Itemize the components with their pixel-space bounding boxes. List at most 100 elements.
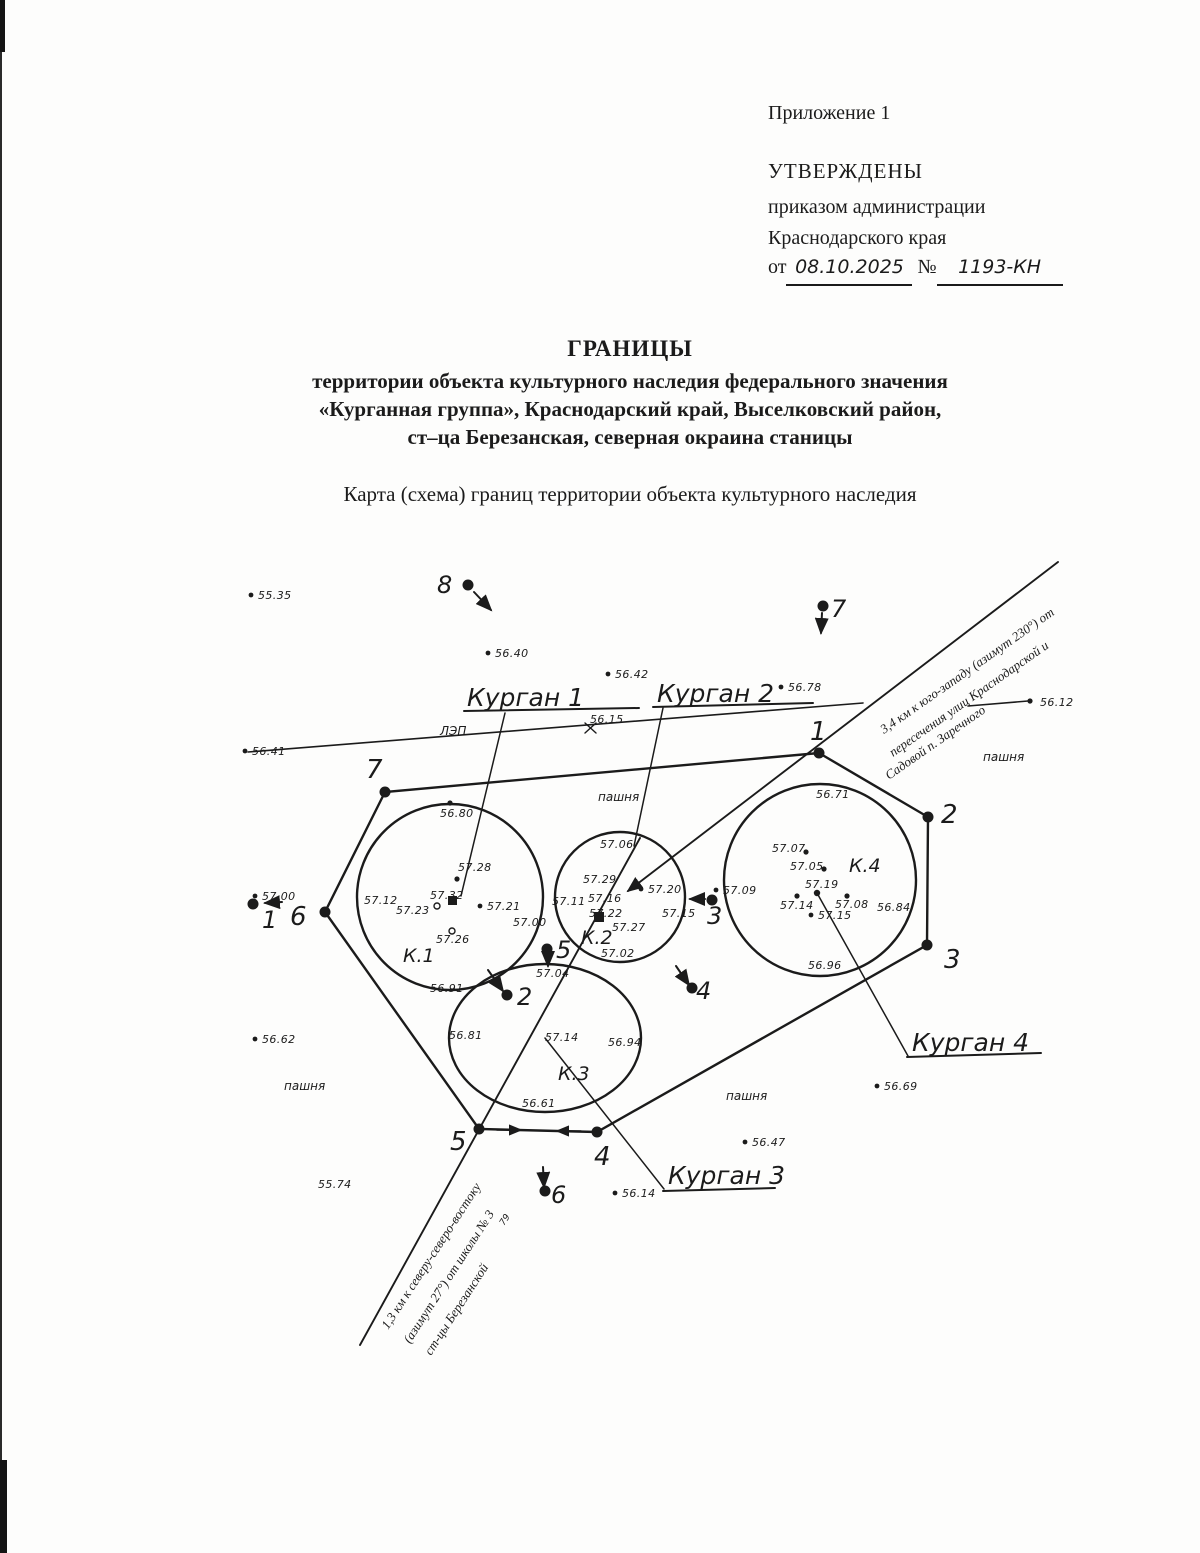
survey-point-mark xyxy=(454,876,460,882)
elevation-label: 57.06 xyxy=(600,838,634,851)
scan-artifact-bottom-left xyxy=(0,1460,7,1553)
elevation-label: 56.12 xyxy=(1040,696,1074,709)
approved-heading: УТВЕРЖДЕНЫ xyxy=(768,159,923,183)
approved-by-line: приказом администрации xyxy=(768,196,986,218)
power-pole-mark xyxy=(584,722,597,734)
boundary-vertex-label: 2 xyxy=(941,800,958,830)
photo-point-label: 7 xyxy=(831,595,847,623)
photo-point-label: 8 xyxy=(437,571,452,599)
elevation-label: 56.80 xyxy=(440,807,474,820)
kurgan-1-center-marker xyxy=(448,896,457,905)
kurgan-name-label: Курган 2 xyxy=(657,679,774,708)
kurgan-label-underline xyxy=(662,1187,776,1192)
from-label: от xyxy=(768,256,787,278)
elevation-label: 57.23 xyxy=(396,904,430,917)
photo-point-arrow xyxy=(473,591,493,612)
kurgan-label-leader xyxy=(633,707,664,847)
elevation-label: 57.19 xyxy=(805,878,839,891)
order-number-value: 1193-КН xyxy=(936,252,1063,286)
kurgan-2-center-marker xyxy=(594,912,604,922)
photo-point-dot xyxy=(247,898,259,910)
kurgan-name-label: Курган 3 xyxy=(668,1161,785,1190)
photo-point-arrow xyxy=(263,895,283,910)
photo-point-dot xyxy=(817,600,829,612)
photo-point-arrow xyxy=(814,612,829,635)
photo-point-label: 1 xyxy=(262,906,277,934)
approved-org-line: Краснодарского края xyxy=(768,227,947,249)
kurgan-2-circle xyxy=(553,830,687,964)
elevation-label: 56.96 xyxy=(808,959,842,972)
photo-point-arrow xyxy=(536,1166,551,1189)
elevation-label: 57.16 xyxy=(588,892,622,905)
kurgan-label-leader xyxy=(544,1037,665,1190)
map-scheme-subtitle: Карта (схема) границ территории объекта … xyxy=(343,482,917,506)
road-line-sw xyxy=(359,837,641,1346)
survey-point-mark xyxy=(803,849,809,855)
photo-point-label: 4 xyxy=(696,977,711,1005)
land-use-label: пашня xyxy=(598,790,639,804)
elevation-label: 57.14 xyxy=(545,1031,579,1044)
photo-point-dot xyxy=(541,943,553,955)
kurgan-label-underline xyxy=(652,702,814,708)
elevation-label: 57.14 xyxy=(780,899,814,912)
boundary-vertex-dot xyxy=(591,1126,603,1138)
elevation-dot xyxy=(252,893,258,899)
mound-id-label: К.4 xyxy=(849,855,881,877)
elevation-dot xyxy=(252,1036,258,1042)
elevation-label: 56.42 xyxy=(615,668,649,681)
elevation-label: 56.14 xyxy=(622,1187,656,1200)
photo-point-label: 6 xyxy=(551,1181,566,1209)
elevation-label: 56.62 xyxy=(262,1033,296,1046)
elevation-label: 57.27 xyxy=(612,921,646,934)
elevation-label: 57.07 xyxy=(772,842,806,855)
elevation-label: 57.20 xyxy=(648,883,682,896)
survey-point-mark xyxy=(448,927,456,935)
elevation-label: 57.02 xyxy=(601,947,635,960)
elevation-label: 56.91 xyxy=(430,982,464,995)
scan-artifact-left-edge xyxy=(0,52,2,1460)
elevation-label: 57.32 xyxy=(430,889,464,902)
elevation-dot xyxy=(485,650,491,656)
photo-point-dot xyxy=(501,989,513,1001)
road-annotation-ne: пересечения улиц Краснодарской и xyxy=(886,637,1051,759)
elevation-label: 57.00 xyxy=(513,916,547,929)
photo-point-arrow xyxy=(674,965,691,987)
elevation-label: 56.69 xyxy=(884,1080,918,1093)
survey-point-mark xyxy=(1027,698,1033,704)
tiny-mark: 79 xyxy=(498,1212,513,1227)
elevation-label: 57.22 xyxy=(589,907,623,920)
kurgan-label-leader xyxy=(816,892,909,1057)
photo-point-dot xyxy=(462,579,474,591)
elevation-dot xyxy=(248,592,254,598)
power-line-label: ЛЭП xyxy=(439,724,466,738)
elevation-dot xyxy=(778,684,784,690)
elevation-label: 56.40 xyxy=(495,647,529,660)
kurgan-label-underline xyxy=(463,707,640,712)
boundary-vertex-label: 3 xyxy=(944,945,961,975)
elevation-56-12-leader xyxy=(967,700,1029,707)
scan-artifact-top-left xyxy=(0,0,5,52)
elevation-label: 57.21 xyxy=(487,900,521,913)
mound-id-label: К.3 xyxy=(558,1063,590,1085)
elevation-label: 57.05 xyxy=(790,860,824,873)
survey-point-mark xyxy=(433,902,441,910)
territory-boundary-polygon xyxy=(323,751,930,1134)
boundary-vertex-label: 4 xyxy=(594,1142,611,1172)
elevation-label: 55.74 xyxy=(318,1178,352,1191)
land-use-label: пашня xyxy=(983,750,1024,764)
doc-title-line3: «Курганная группа», Краснодарский край, … xyxy=(318,397,942,421)
survey-point-mark xyxy=(794,893,800,899)
elevation-label: 57.12 xyxy=(364,894,398,907)
mound-id-label: К.2 xyxy=(581,927,613,949)
photo-point-label: 3 xyxy=(707,902,722,930)
order-date-value: 08.10.2025 xyxy=(786,252,913,286)
elevation-label: 57.29 xyxy=(583,873,617,886)
kurgan-label-underline xyxy=(906,1052,1042,1058)
land-use-label: пашня xyxy=(726,1089,767,1103)
elevation-dot xyxy=(612,1190,618,1196)
mound-id-label: К.1 xyxy=(403,945,435,967)
photo-point-dot xyxy=(706,894,718,906)
